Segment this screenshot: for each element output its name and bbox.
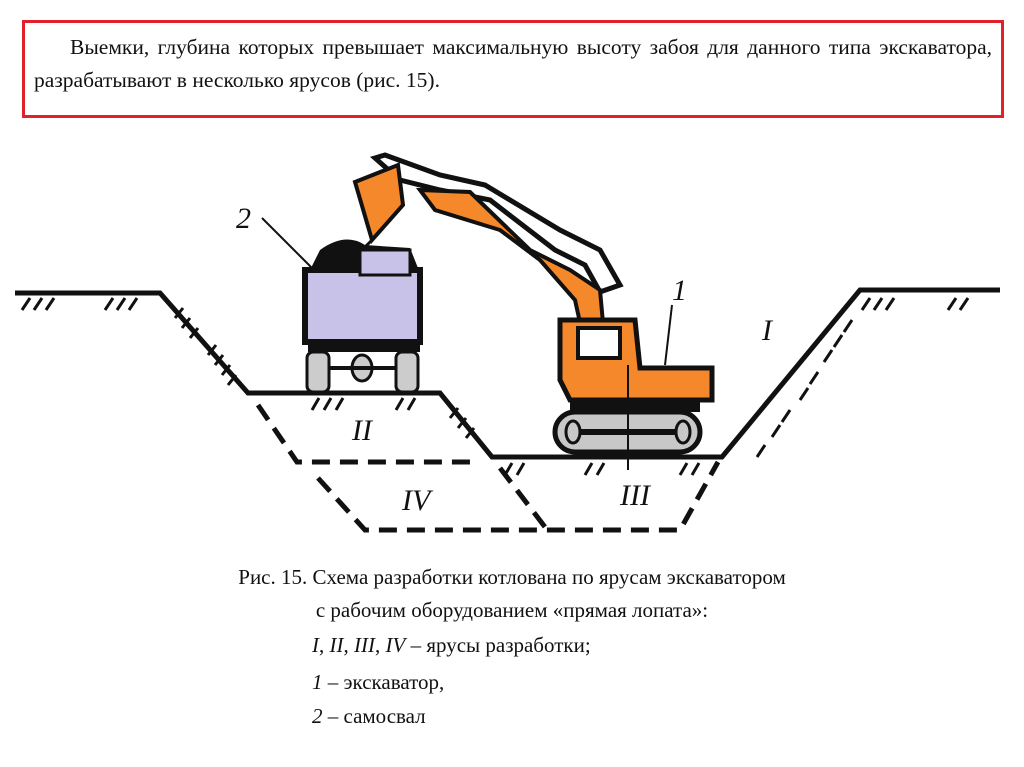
label-excavator: 1 (672, 274, 687, 307)
intro-text-box: Выемки, глубина которых превышает максим… (22, 20, 1004, 118)
caption-line-3: I, II, III, IV – ярусы разработки; (312, 633, 591, 658)
tier-3: III (354, 633, 375, 657)
caption-line-1: Рис. 15. Схема разработки котлована по я… (238, 565, 786, 589)
label-tier-1: I (761, 314, 774, 347)
caption-line-2: с рабочим оборудованием «прямая лопата»: (315, 598, 709, 622)
excavator-text: – экскаватор, (322, 670, 445, 694)
label-tier-3: III (619, 479, 652, 512)
label-tier-4: IV (401, 484, 434, 517)
dump-truck (302, 239, 423, 394)
tier-1: I (312, 633, 319, 657)
sep: , (319, 633, 330, 657)
caption-line-4: 1 – экскаватор, (312, 670, 444, 695)
tiers-text: – ярусы разработки; (405, 633, 591, 657)
truck-text: – самосвал (322, 704, 426, 728)
leader-lines (261, 217, 673, 366)
label-tier-2: II (351, 414, 374, 447)
label-truck: 2 (236, 202, 251, 235)
tier-boundaries-dashed (255, 403, 721, 533)
tier-4: IV (385, 633, 406, 657)
num-1: 1 (312, 670, 323, 694)
intro-text: Выемки, глубина которых превышает максим… (34, 35, 992, 92)
tier-2: II (329, 633, 344, 657)
sep: , (343, 633, 354, 657)
num-2: 2 (312, 704, 323, 728)
sep: , (374, 633, 386, 657)
caption-line-5: 2 – самосвал (312, 704, 426, 729)
ground-profile (15, 287, 1000, 476)
excavator (352, 152, 715, 470)
